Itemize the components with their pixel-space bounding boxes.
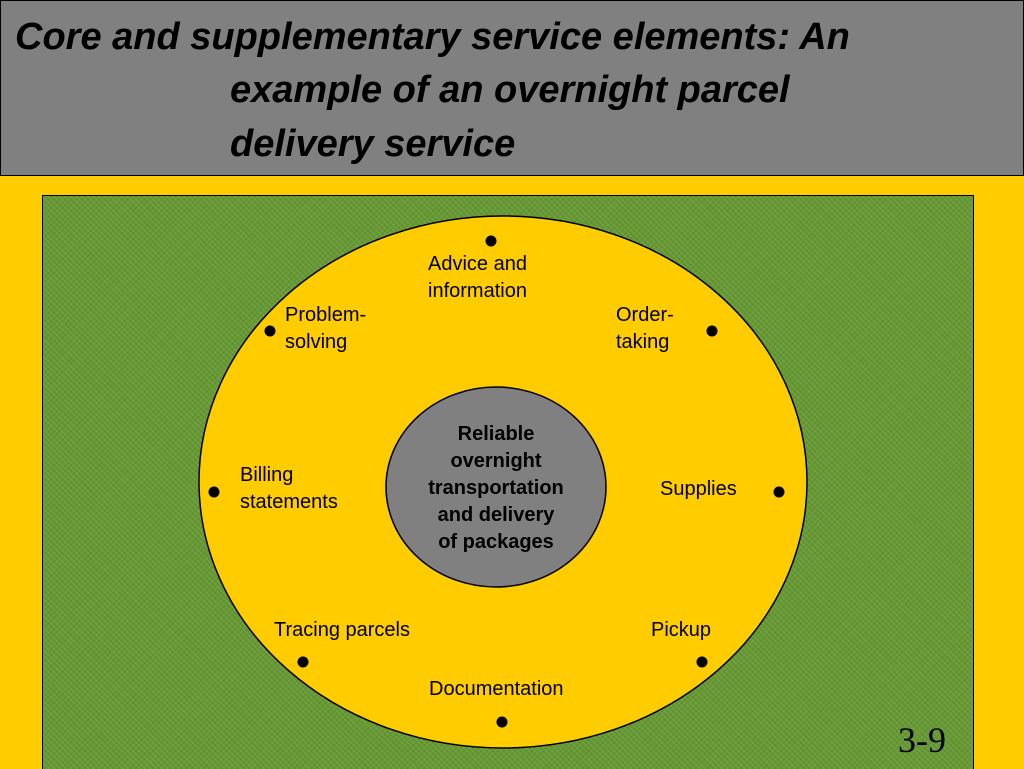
core-service-label: Reliable overnight transportation and de… xyxy=(428,423,564,553)
bullet-documentation xyxy=(496,716,508,728)
bullet-problem-solving xyxy=(264,325,276,337)
label-supplies: Supplies xyxy=(660,478,737,500)
bullet-advice xyxy=(485,235,497,247)
title-bar: Core and supplementary service elements:… xyxy=(0,0,1024,176)
core-service-circle xyxy=(385,386,607,588)
label-problem-solving: Problem- solving xyxy=(285,304,367,353)
bullet-billing xyxy=(208,486,220,498)
bullet-tracing xyxy=(297,656,309,668)
slide-number: 3-9 xyxy=(898,720,946,760)
title-line-3: delivery service xyxy=(230,123,516,165)
title-line-2: example of an overnight parcel xyxy=(230,69,790,111)
bullet-order-taking xyxy=(706,325,718,337)
label-order-taking: Order- taking xyxy=(616,304,674,353)
label-pickup: Pickup xyxy=(651,619,712,641)
label-documentation: Documentation xyxy=(429,678,564,700)
label-advice-and-information: Advice and information xyxy=(428,253,527,302)
bullet-pickup xyxy=(696,656,708,668)
title-line-1: Core and supplementary service elements:… xyxy=(15,16,850,58)
label-tracing-parcels: Tracing parcels xyxy=(274,619,410,641)
label-billing-statements: Billing statements xyxy=(240,464,338,513)
bullet-supplies xyxy=(773,486,785,498)
